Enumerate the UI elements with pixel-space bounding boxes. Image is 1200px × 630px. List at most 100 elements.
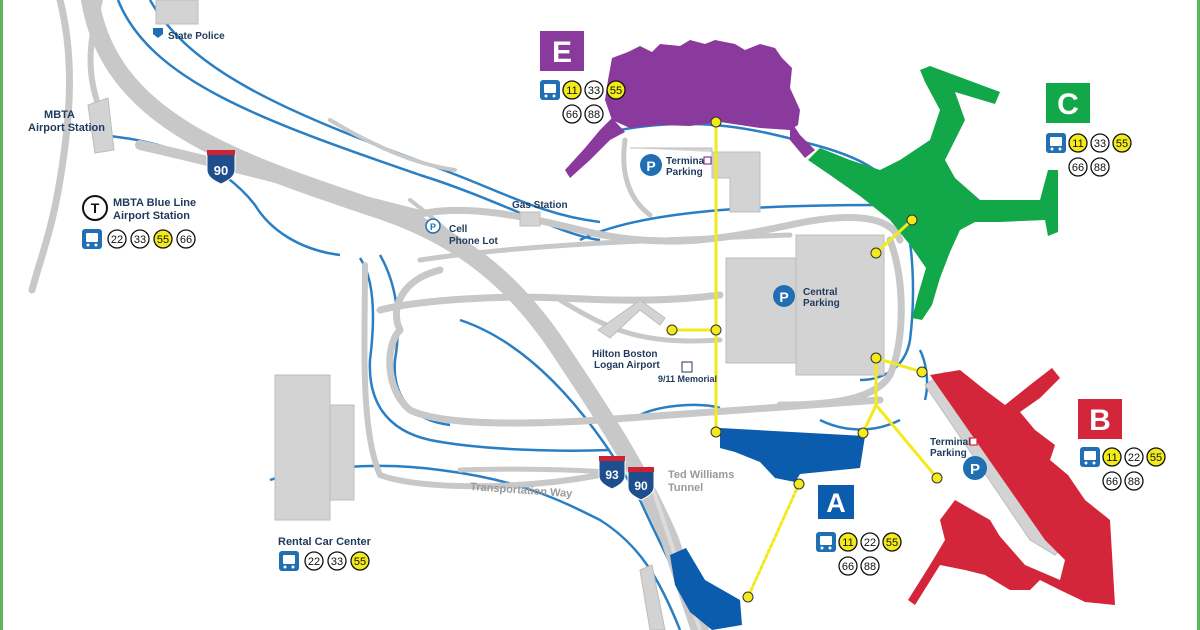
svg-text:A: A xyxy=(826,488,846,518)
route-badge xyxy=(606,80,626,100)
route-number: 88 xyxy=(1094,162,1106,174)
subway-icon xyxy=(82,195,108,221)
route-badge xyxy=(1146,447,1166,467)
tunnel-building xyxy=(639,564,666,630)
route-number: 55 xyxy=(610,85,622,97)
terminal-a[interactable] xyxy=(670,428,865,630)
blue-line-label-2: Airport Station xyxy=(113,210,190,222)
bus-icon xyxy=(1046,133,1066,153)
svg-text:Phone Lot: Phone Lot xyxy=(449,236,499,247)
route-number: 33 xyxy=(588,85,600,97)
route-badge xyxy=(1102,471,1122,491)
route-number: 55 xyxy=(354,556,366,568)
route-number: 66 xyxy=(566,109,578,121)
route-number: 11 xyxy=(842,537,853,549)
route-number: 66 xyxy=(1106,476,1118,488)
route-number: 11 xyxy=(1106,452,1117,464)
svg-text:90: 90 xyxy=(634,479,648,493)
memorial-icon xyxy=(681,361,693,373)
route-badge xyxy=(584,104,604,124)
svg-text:C: C xyxy=(1057,88,1079,121)
svg-text:T: T xyxy=(91,200,100,216)
route-number: 88 xyxy=(588,109,600,121)
i93-shield: 93 xyxy=(598,456,626,490)
svg-text:Terminal: Terminal xyxy=(930,437,971,448)
parking-icon xyxy=(773,285,795,307)
i90-shield-tunnel: 90 xyxy=(627,467,655,501)
svg-text:Parking: Parking xyxy=(803,298,840,309)
shuttle-stop xyxy=(916,366,928,378)
shuttle-stop xyxy=(742,591,754,603)
route-number: 55 xyxy=(886,537,898,549)
route-badge xyxy=(562,80,582,100)
rental-car-center xyxy=(274,374,331,521)
terminal-c[interactable] xyxy=(808,66,1058,320)
route-badge xyxy=(562,104,582,124)
route-badge xyxy=(584,80,604,100)
route-badge xyxy=(1112,133,1132,153)
shuttle-stop xyxy=(906,214,918,226)
route-badge xyxy=(838,532,858,552)
cell-phone-lot: P Cell Phone Lot xyxy=(425,218,499,247)
roads xyxy=(28,0,905,630)
state-police-label: State Police xyxy=(168,31,225,42)
hilton-label-2: Logan Airport xyxy=(594,360,660,371)
svg-text:P: P xyxy=(970,461,980,478)
svg-text:93: 93 xyxy=(605,468,619,482)
central-parking: P Central Parking xyxy=(773,285,840,309)
route-number: 22 xyxy=(111,234,123,246)
route-number: 66 xyxy=(842,561,854,573)
route-badge xyxy=(107,229,127,249)
terminal-a-sign[interactable]: A xyxy=(816,483,856,521)
parking-icon xyxy=(640,154,662,176)
blue-line-station: T MBTA Blue Line Airport Station xyxy=(82,195,196,222)
shuttle-stop xyxy=(710,426,722,438)
hilton-building xyxy=(597,299,666,339)
route-badge xyxy=(327,551,347,571)
terminal-parking-b: Terminal Parking P xyxy=(930,437,987,480)
gas-station-label: Gas Station xyxy=(512,200,568,211)
route-badge xyxy=(1068,157,1088,177)
route-number: 55 xyxy=(157,234,169,246)
terminal-b[interactable] xyxy=(908,368,1115,605)
terminal-e-sign[interactable]: E xyxy=(538,29,586,73)
route-number: 88 xyxy=(864,561,876,573)
i90-shield: 90 xyxy=(206,150,236,185)
gas-station-building xyxy=(519,211,541,227)
route-number: 11 xyxy=(1072,138,1083,150)
shuttle-stop xyxy=(931,472,943,484)
blue-line-label-1: MBTA Blue Line xyxy=(113,197,196,209)
svg-text:Parking: Parking xyxy=(930,448,967,459)
route-badge xyxy=(1102,447,1122,467)
phone-parking-icon xyxy=(425,218,441,234)
shuttle-stop xyxy=(793,478,805,490)
route-number: 33 xyxy=(331,556,343,568)
svg-text:E: E xyxy=(552,36,572,69)
route-number: 55 xyxy=(1116,138,1128,150)
shuttle-stop xyxy=(857,427,869,439)
svg-text:Central: Central xyxy=(803,287,838,298)
terminal-c-sign[interactable]: C xyxy=(1044,81,1092,125)
route-badge xyxy=(176,229,196,249)
route-number: 22 xyxy=(1128,452,1140,464)
svg-text:Terminal: Terminal xyxy=(666,156,707,167)
rental-car-center-wing xyxy=(329,404,355,501)
svg-text:Cell: Cell xyxy=(449,224,468,235)
terminal-b-sign[interactable]: B xyxy=(1076,397,1124,441)
terminal-e[interactable] xyxy=(565,40,815,178)
state-police-building xyxy=(155,0,199,25)
ted-williams-label-1: Ted Williams xyxy=(668,469,734,481)
svg-text:9/11 Memorial: 9/11 Memorial xyxy=(658,374,717,384)
svg-text:P: P xyxy=(646,158,655,174)
bus-icon xyxy=(540,80,560,100)
route-number: 22 xyxy=(864,537,876,549)
shuttle-stop xyxy=(870,352,882,364)
route-badge xyxy=(1068,133,1088,153)
route-badge xyxy=(130,229,150,249)
route-badge xyxy=(350,551,370,571)
